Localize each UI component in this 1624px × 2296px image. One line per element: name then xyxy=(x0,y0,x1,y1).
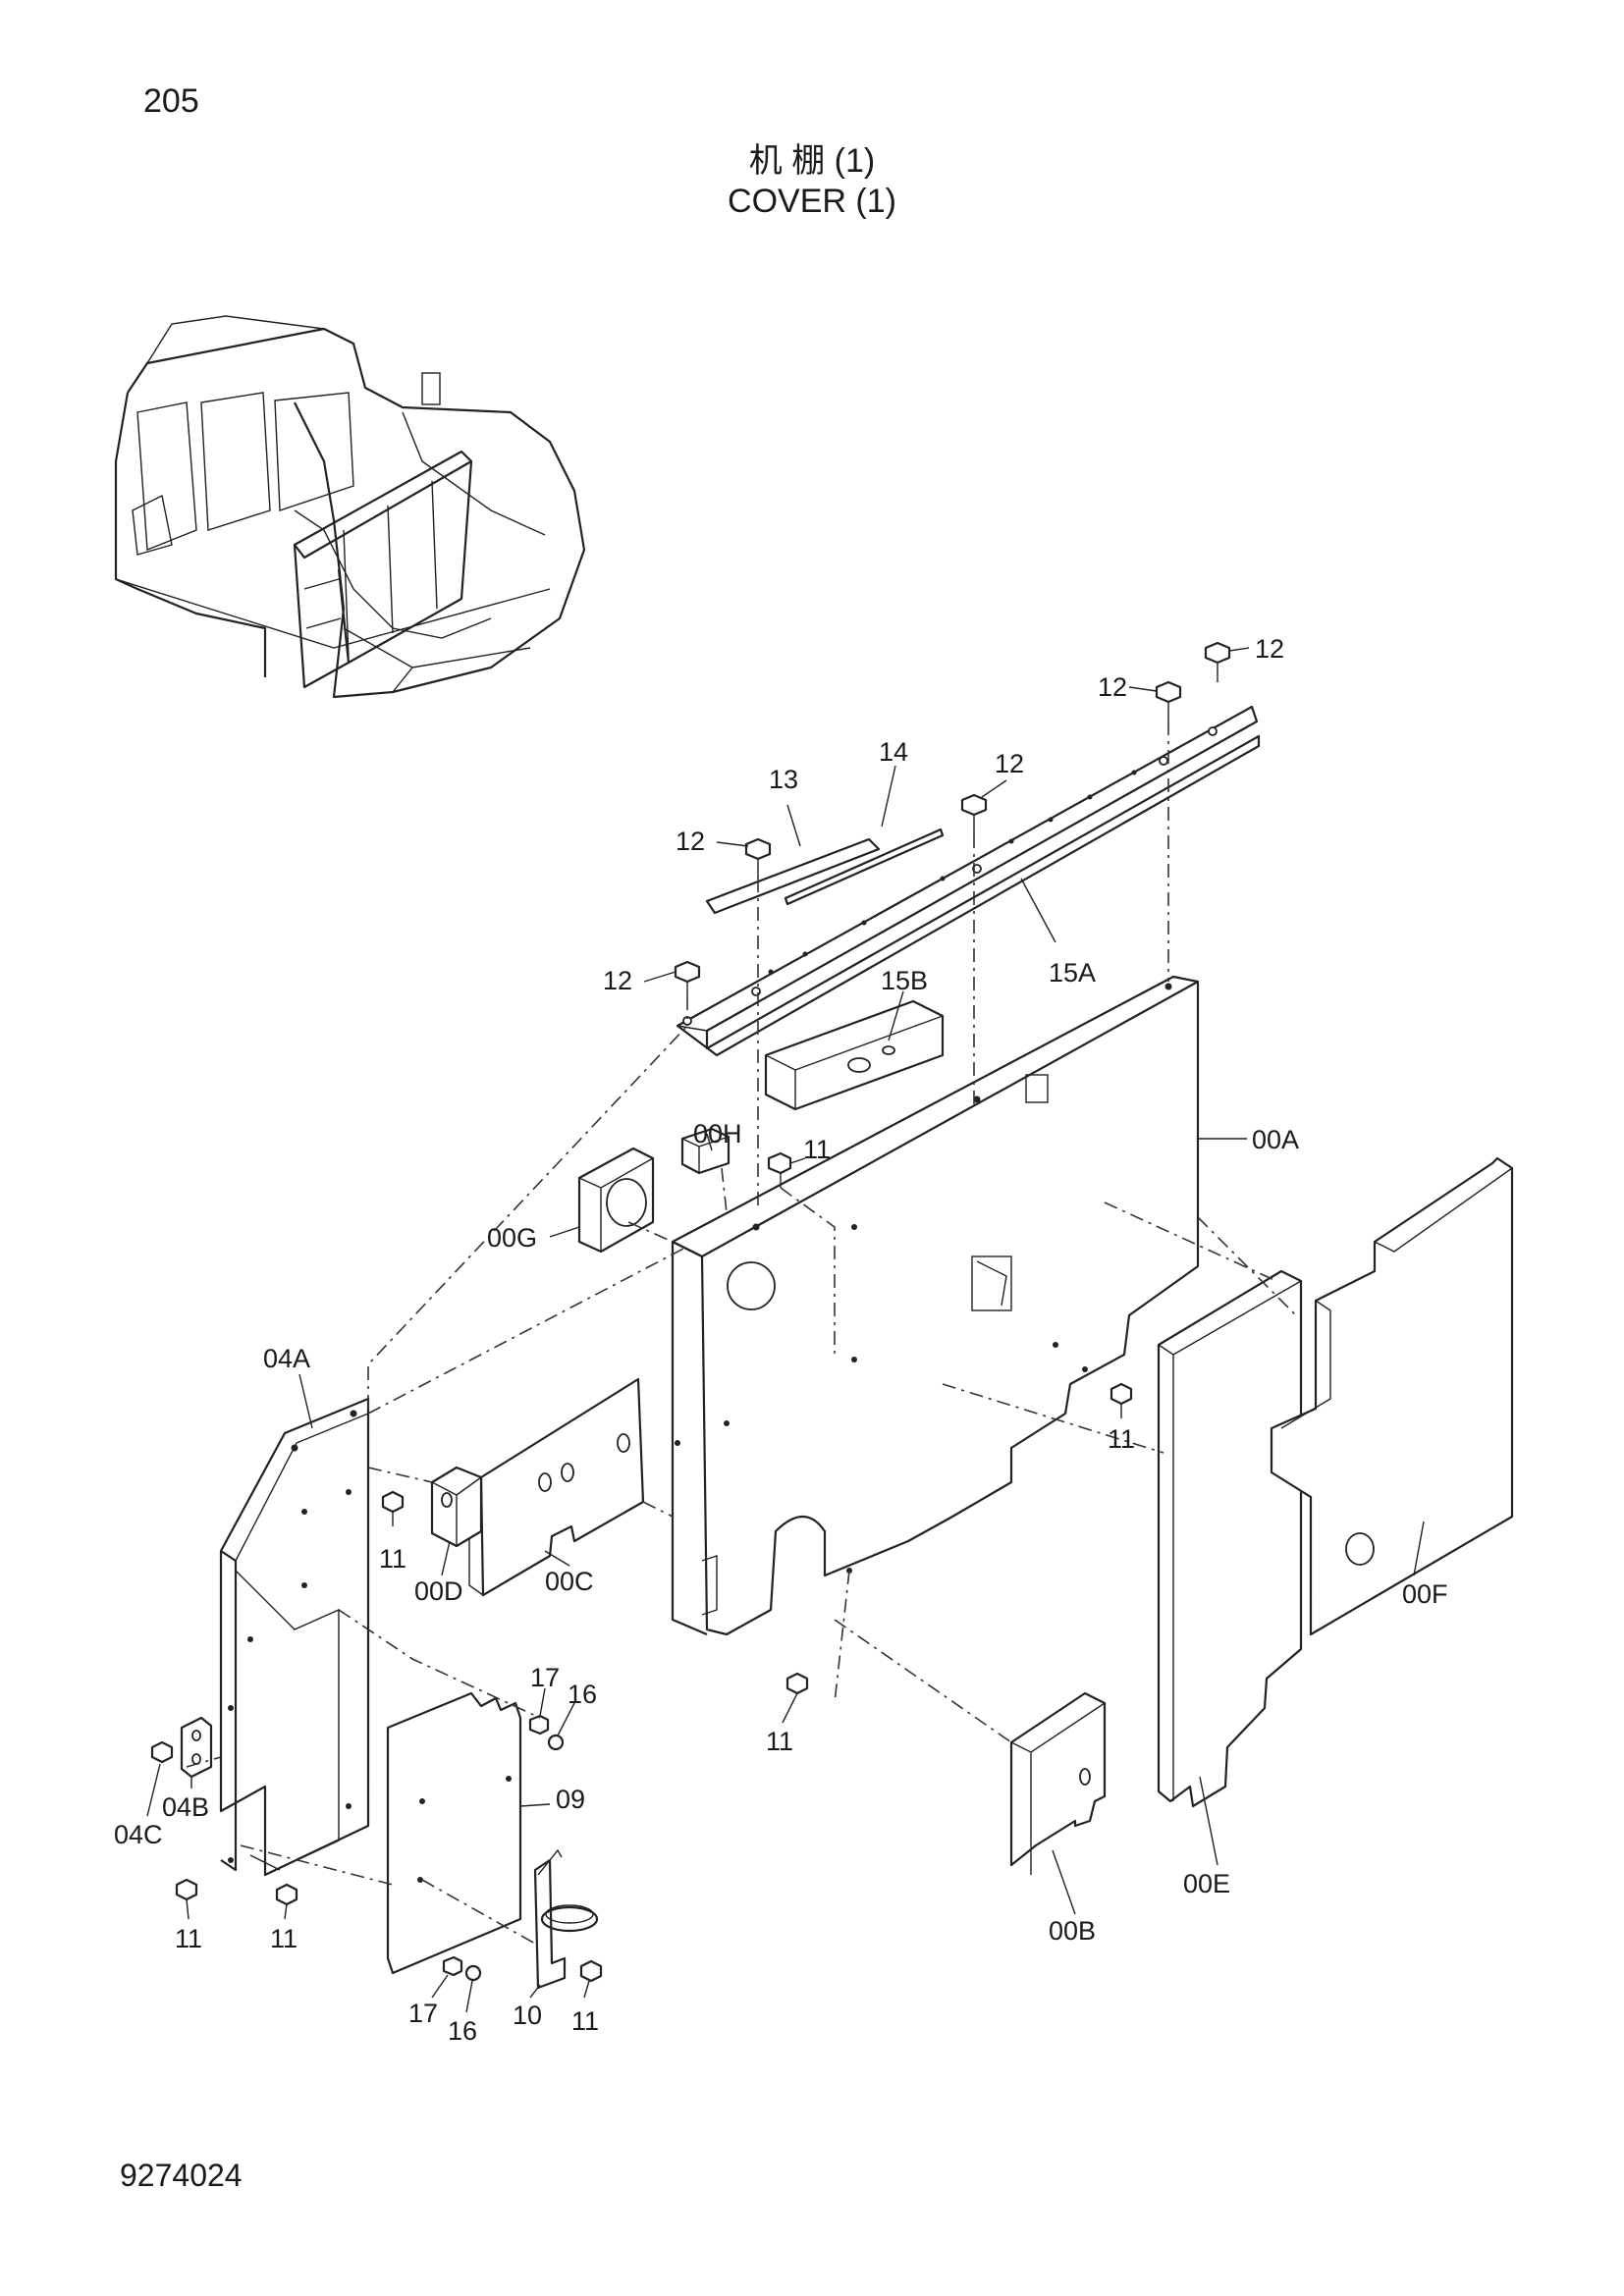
bolt-11-c xyxy=(1110,1382,1133,1406)
part-00G-grommet xyxy=(577,1147,655,1254)
callout-09: 09 xyxy=(556,1785,585,1814)
bolt-12-b xyxy=(1155,680,1182,721)
callout-17: 17 xyxy=(530,1663,560,1692)
callout-17: 17 xyxy=(408,1999,438,2028)
part-00C-bracket xyxy=(468,1377,645,1597)
part-00E-pad xyxy=(1157,1269,1303,1808)
callout-11: 11 xyxy=(1108,1424,1135,1454)
callout-12: 12 xyxy=(676,827,705,856)
callout-11: 11 xyxy=(803,1135,831,1164)
nut-17-a xyxy=(528,1714,550,1735)
callout-00G: 00G xyxy=(487,1223,537,1253)
bolt-04C xyxy=(150,1740,174,1764)
part-15B-block xyxy=(764,999,945,1111)
callout-12: 12 xyxy=(995,749,1024,778)
bolt-12-a xyxy=(744,837,772,879)
bolt-11-b xyxy=(381,1490,405,1514)
callout-00C: 00C xyxy=(545,1567,594,1596)
nut-16-a xyxy=(547,1734,565,1751)
callout-00B: 00B xyxy=(1049,1916,1096,1946)
part-04A-frame xyxy=(219,1397,370,1877)
page-number: 205 xyxy=(143,82,199,120)
callout-00E: 00E xyxy=(1183,1869,1230,1898)
part-13-strip xyxy=(705,837,881,915)
callout-12: 12 xyxy=(1098,672,1127,702)
callout-11: 11 xyxy=(379,1544,406,1574)
part-15A-top-rail xyxy=(676,705,1261,1057)
callout-04B: 04B xyxy=(162,1792,209,1822)
bolt-12-e xyxy=(1204,641,1231,682)
bolt-12-d xyxy=(674,960,701,996)
nut-17-b xyxy=(442,1955,463,1977)
part-00D-block xyxy=(430,1466,483,1548)
excavator-location-sketch xyxy=(114,315,586,699)
bolt-11-e xyxy=(175,1878,198,1901)
callout-00F: 00F xyxy=(1402,1579,1448,1609)
callout-11: 11 xyxy=(175,1924,202,1953)
callout-15B: 15B xyxy=(881,966,928,995)
callout-13: 13 xyxy=(769,765,798,794)
title-english: COVER (1) xyxy=(728,183,896,220)
callout-00H: 00H xyxy=(693,1119,742,1148)
callout-15A: 15A xyxy=(1049,958,1096,988)
callout-04C: 04C xyxy=(114,1820,163,1849)
document-number: 9274024 xyxy=(120,2158,243,2193)
callout-00A: 00A xyxy=(1252,1125,1299,1154)
part-09-plate xyxy=(386,1691,522,1975)
callout-11: 11 xyxy=(270,1924,298,1953)
cover-location-highlight xyxy=(293,450,473,689)
bolt-11-d xyxy=(785,1672,809,1695)
part-00F-pad xyxy=(1270,1156,1514,1636)
nut-16-b xyxy=(464,1964,482,1982)
leader-lines xyxy=(146,647,1425,2013)
part-00B-pad xyxy=(1009,1691,1107,1875)
bolt-11-f xyxy=(275,1883,298,1906)
callout-10: 10 xyxy=(513,2001,542,2030)
callout-12: 12 xyxy=(1255,634,1284,664)
callout-04A: 04A xyxy=(263,1344,310,1373)
assembly-lines xyxy=(186,721,1297,1945)
part-callouts: 12 13 14 12 12 12 12 15B 15A 00H 11 00A … xyxy=(114,634,1448,2046)
part-00A-main-panel xyxy=(671,975,1200,1636)
callout-11: 11 xyxy=(571,2006,599,2036)
callout-14: 14 xyxy=(879,737,908,767)
callout-16: 16 xyxy=(448,2016,477,2046)
callout-16: 16 xyxy=(568,1680,597,1709)
bolt-11-g xyxy=(579,1959,603,1983)
part-00H-pad xyxy=(680,1127,731,1175)
callout-00D: 00D xyxy=(414,1576,463,1606)
callout-12: 12 xyxy=(603,966,632,995)
part-04B-plate xyxy=(180,1716,213,1779)
bolt-12-c xyxy=(960,793,988,834)
bolt-11-a xyxy=(767,1151,792,1188)
fasteners xyxy=(150,641,1231,1983)
callout-11: 11 xyxy=(766,1727,793,1756)
part-14-seal xyxy=(784,828,945,906)
title-chinese: 机 棚 (1) xyxy=(748,142,876,180)
